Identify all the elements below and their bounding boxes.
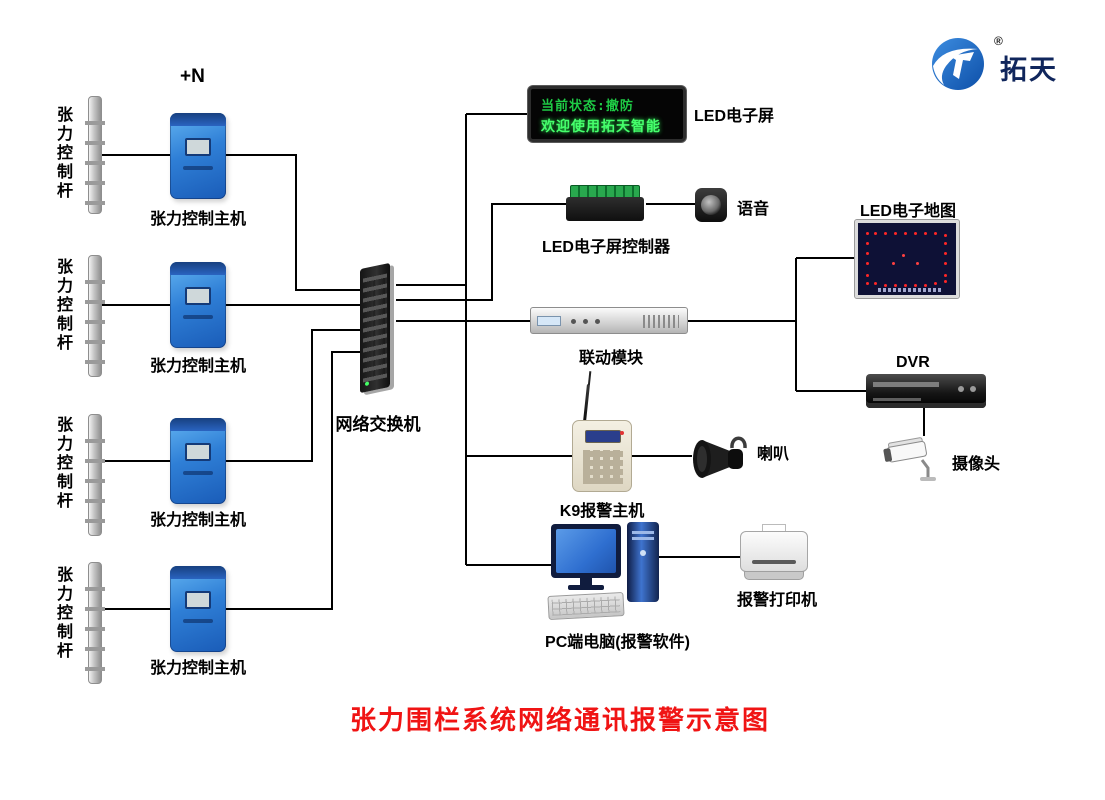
- switch-label: 网络交换机: [335, 415, 421, 434]
- controller-base: [566, 197, 644, 221]
- linkage-module: [530, 307, 688, 334]
- pole-segments: [85, 264, 105, 368]
- led-screen-controller: [566, 183, 644, 225]
- map-caption-strip: [878, 288, 942, 292]
- tension-pole-4: [85, 562, 105, 684]
- k9-keypad: [583, 450, 623, 484]
- dvr-label: DVR: [896, 354, 930, 371]
- map-led-dots: [866, 232, 869, 235]
- controller-slot: [183, 619, 213, 623]
- diagram-title: 张力围栏系统网络通讯报警示意图: [349, 705, 770, 735]
- controller-display: [185, 591, 211, 609]
- tension-controller-4: [170, 566, 226, 652]
- controller-display: [185, 287, 211, 305]
- led-electronic-map: [854, 219, 960, 299]
- tension-pole-1: [85, 96, 105, 214]
- monitor-screen: [556, 529, 616, 573]
- registered-mark: ®: [994, 34, 1003, 48]
- switch-ports: [363, 273, 387, 383]
- printer-base: [744, 571, 804, 580]
- pole-label-3: 张力控制杆: [54, 416, 71, 511]
- camera-label: 摄像头: [952, 456, 1001, 473]
- k9-label: K9报警主机: [559, 503, 645, 520]
- tension-controller-1: [170, 113, 226, 199]
- controller-display: [185, 443, 211, 461]
- k9-display: [585, 430, 621, 443]
- led-display-panel: 当前状态:撤防 欢迎使用拓天智能: [528, 86, 686, 142]
- module-dots: [571, 319, 576, 324]
- camera-icon: [883, 437, 936, 481]
- controller-display: [185, 138, 211, 156]
- printer-label: 报警打印机: [736, 592, 817, 609]
- dvr-strip: [873, 382, 939, 387]
- pole-segments: [85, 571, 105, 675]
- controller-slot: [183, 315, 213, 319]
- pole-label-1: 张力控制杆: [54, 106, 71, 201]
- switch-body: [360, 262, 390, 394]
- controller-top: [170, 113, 226, 126]
- monitor-base: [568, 585, 604, 590]
- led-display-line2: 欢迎使用拓天智能: [541, 119, 661, 135]
- pole-segments: [85, 105, 105, 205]
- alarm-horn: [690, 424, 752, 482]
- led-map-label: LED电子地图: [859, 203, 956, 220]
- pole-label-4: 张力控制杆: [54, 566, 71, 661]
- tension-pole-2: [85, 255, 105, 377]
- controller-slot: [183, 166, 213, 170]
- pole-segments: [85, 423, 105, 527]
- module-tag: [537, 316, 561, 326]
- controller-label-1: 张力控制主机: [149, 211, 246, 228]
- cctv-camera: [882, 434, 946, 486]
- dvr-slot: [873, 398, 921, 401]
- pole-label-2: 张力控制杆: [54, 258, 71, 353]
- switch-led: [365, 381, 369, 387]
- pc-tower: [627, 522, 659, 602]
- brand-name: 拓天: [1000, 55, 1058, 85]
- controller-top: [170, 262, 226, 275]
- controller-label-3: 张力控制主机: [149, 512, 246, 529]
- tower-power-button: [640, 550, 646, 556]
- dvr-recorder: [866, 374, 986, 408]
- network-switch: [350, 258, 402, 398]
- controller-top: [170, 566, 226, 579]
- speaker-cone: [701, 195, 721, 215]
- plus-n-annotation: +N: [180, 66, 205, 87]
- voice-label: 语音: [737, 201, 770, 218]
- pc-monitor: [551, 524, 621, 578]
- printer-output-slot: [752, 560, 796, 564]
- controller-top: [170, 418, 226, 431]
- controller-label-4: 张力控制主机: [149, 660, 246, 677]
- pc-keyboard: [547, 592, 625, 620]
- tension-pole-3: [85, 414, 105, 536]
- horn-label: 喇叭: [757, 446, 790, 463]
- horn-icon: [693, 436, 747, 478]
- module-vents: [643, 315, 679, 328]
- brand-logo: ® 拓天: [928, 34, 1098, 94]
- controller-slot: [183, 471, 213, 475]
- dvr-buttons: [970, 386, 976, 392]
- linkage-label: 联动模块: [578, 350, 643, 367]
- tower-vents: [632, 531, 654, 534]
- k9-alarm-host: [572, 420, 632, 492]
- monitor-stand: [580, 577, 592, 585]
- led-display-line1: 当前状态:撤防: [541, 99, 634, 114]
- controller-label-2: 张力控制主机: [149, 358, 246, 375]
- led-controller-label: LED电子屏控制器: [541, 239, 670, 256]
- printer-body: [740, 531, 808, 572]
- k9-status-led: [620, 431, 624, 435]
- logo-swoosh-icon: [932, 38, 984, 90]
- voice-speaker: [695, 188, 727, 222]
- tension-controller-3: [170, 418, 226, 504]
- tension-controller-2: [170, 262, 226, 348]
- alarm-printer: [740, 524, 808, 582]
- pc-label: PC端电脑(报警软件): [545, 634, 690, 651]
- led-screen-label: LED电子屏: [694, 108, 775, 125]
